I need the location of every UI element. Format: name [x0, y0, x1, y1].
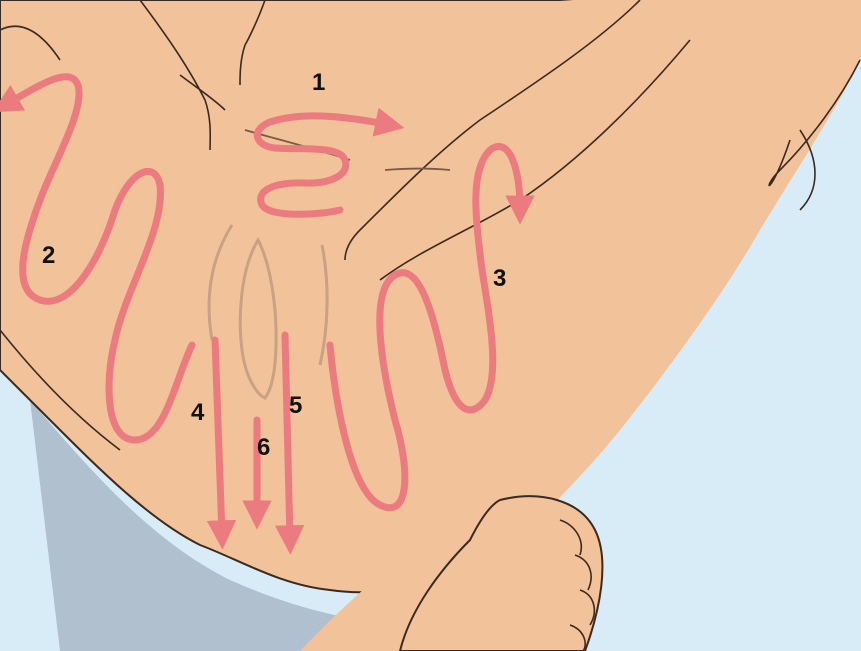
step-label-1: 1 [312, 69, 325, 96]
arrow-step-4 [206, 336, 237, 550]
arrow-step-2 [0, 73, 196, 444]
right-leg [300, 0, 861, 651]
step-label-2: 2 [42, 242, 55, 269]
arrow-step-3 [326, 143, 535, 511]
body-shadow [30, 400, 520, 651]
step-label-3: 3 [493, 265, 506, 292]
step-label-5: 5 [289, 392, 302, 419]
toes [559, 519, 596, 651]
arrow-step-1 [254, 107, 405, 218]
step-label-6: 6 [257, 434, 270, 461]
step-label-4: 4 [191, 399, 205, 426]
genital-outline [207, 224, 329, 400]
arrow-step-5 [274, 331, 305, 555]
